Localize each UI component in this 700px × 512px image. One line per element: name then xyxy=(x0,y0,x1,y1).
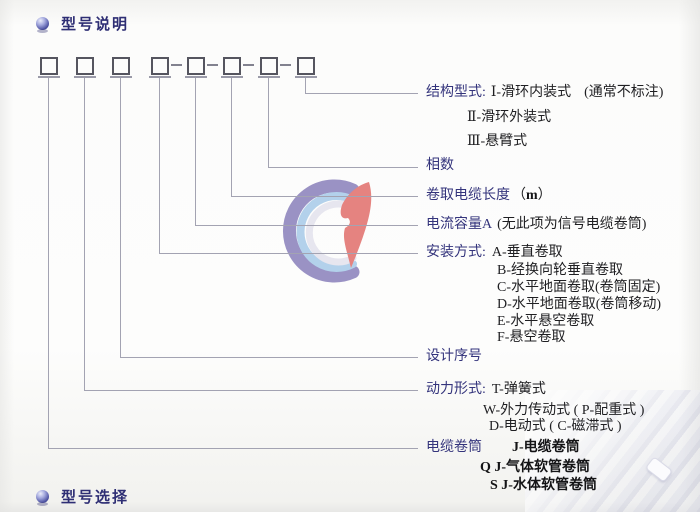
code-separator-dash xyxy=(243,64,254,66)
diagram-label-row-8: B-经换向轮垂直卷取 xyxy=(497,261,623,281)
section-header-model-description: 型号说明 xyxy=(36,13,129,34)
label-part: ） xyxy=(537,188,552,203)
diagram-label-row-1: 结构型式: Ⅰ-滑环内装式 (通常不标注) xyxy=(426,83,663,103)
model-code-box-1 xyxy=(40,57,58,75)
section-title: 型号说明 xyxy=(61,16,130,33)
diagram-label-row-3: Ⅲ-悬臂式 xyxy=(467,132,527,152)
label-part: E-水平悬空卷取 xyxy=(497,314,595,329)
connector-horizontal-box5 xyxy=(195,225,418,226)
connector-horizontal-box4 xyxy=(159,253,418,254)
label-part: 结构型式: xyxy=(426,85,486,100)
connector-vertical-box7 xyxy=(268,78,269,167)
connector-vertical-box5 xyxy=(195,78,196,225)
diagram-label-row-9: C-水平地面卷取(卷筒固定) xyxy=(497,278,660,298)
label-part: m xyxy=(526,188,538,203)
box-underline xyxy=(149,76,171,78)
model-code-box-7 xyxy=(260,57,278,75)
label-part: 安装方式: xyxy=(426,245,486,260)
box-underline xyxy=(38,76,60,78)
code-separator-dash xyxy=(171,64,182,66)
model-code-box-8 xyxy=(297,57,315,75)
connector-vertical-box8 xyxy=(305,78,306,93)
photo-fade-overlay xyxy=(525,390,700,512)
label-part: F-悬空卷取 xyxy=(497,330,566,345)
diagram-label-row-16: D-电动式 ( C-磁滞式 ) xyxy=(489,417,622,437)
box-underline xyxy=(74,76,96,78)
label-part: 相数 xyxy=(426,158,454,173)
model-code-box-3 xyxy=(112,57,130,75)
label-part: (无此项为信号电缆卷筒) xyxy=(497,217,647,232)
model-code-box-5 xyxy=(187,57,205,75)
diagram-label-row-4: 相数 xyxy=(426,156,454,176)
background-product-photo xyxy=(525,390,700,512)
company-logo-watermark xyxy=(283,179,372,283)
section-header-model-selection: 型号选择 xyxy=(36,486,129,507)
connector-vertical-box4 xyxy=(159,78,160,253)
label-part: W-外力传动式 ( P-配重式 ) xyxy=(483,403,645,418)
diagram-label-row-2: Ⅱ-滑环外装式 xyxy=(467,108,551,128)
connector-horizontal-box3 xyxy=(120,357,418,358)
logo-crescent-white xyxy=(305,200,357,266)
diagram-label-row-7: 安装方式: A-垂直卷取 xyxy=(426,243,563,263)
box-underline xyxy=(295,76,317,78)
label-part: T-弹簧式 xyxy=(491,382,546,397)
code-separator-dash xyxy=(280,64,291,66)
connector-vertical-box1 xyxy=(48,78,49,448)
diagram-label-row-10: D-水平地面卷取(卷筒移动) xyxy=(497,295,661,315)
box-underline xyxy=(221,76,243,78)
box-underline xyxy=(185,76,207,78)
box-underline xyxy=(110,76,132,78)
diagram-label-row-13: 设计序号 xyxy=(426,347,482,367)
connector-horizontal-box2 xyxy=(84,390,418,391)
diagram-label-row-14: 动力形式: T-弹簧式 xyxy=(426,380,546,400)
label-part: J-电缆卷筒 xyxy=(512,440,580,455)
label-part: 设计序号 xyxy=(426,349,482,364)
sphere-bullet-icon xyxy=(36,490,49,506)
label-part: A-垂直卷取 xyxy=(491,245,563,260)
label-part: Ⅲ-悬臂式 xyxy=(467,134,528,149)
diagram-label-row-19: S J-水体软管卷筒 xyxy=(490,476,597,496)
label-part: D-电动式 ( C-磁滞式 ) xyxy=(489,419,622,434)
label-part: C-水平地面卷取(卷筒固定) xyxy=(497,280,661,295)
label-part: S J-水体软管卷筒 xyxy=(490,478,597,493)
label-part: （ xyxy=(512,188,526,203)
label-part: 电流容量A xyxy=(426,217,493,232)
connector-vertical-box2 xyxy=(84,78,85,390)
label-part: B-经换向轮垂直卷取 xyxy=(497,263,623,278)
label-part: Q J-气体软管卷筒 xyxy=(480,460,591,475)
model-code-box-2 xyxy=(76,57,94,75)
label-part: D-水平地面卷取(卷筒移动) xyxy=(497,297,662,312)
label-part: 电缆卷筒 xyxy=(426,440,482,455)
diagram-label-row-5: 卷取电缆长度（m） xyxy=(426,186,552,206)
diagram-label-row-15: W-外力传动式 ( P-配重式 ) xyxy=(483,401,644,421)
connector-vertical-box3 xyxy=(120,78,121,357)
model-code-box-4 xyxy=(151,57,169,75)
sphere-bullet-icon xyxy=(36,17,49,33)
diagram-label-row-6: 电流容量A (无此项为信号电缆卷筒) xyxy=(426,215,646,235)
model-code-box-6 xyxy=(223,57,241,75)
label-part: Ⅱ-滑环外装式 xyxy=(467,110,552,125)
connector-vertical-box6 xyxy=(231,78,232,196)
label-part: 动力形式: xyxy=(426,382,486,397)
connector-horizontal-box8 xyxy=(305,93,418,94)
connector-horizontal-box7 xyxy=(268,167,418,168)
diagram-label-row-18: Q J-气体软管卷筒 xyxy=(480,458,590,478)
section-title: 型号选择 xyxy=(61,489,130,506)
diagram-label-row-11: E-水平悬空卷取 xyxy=(497,312,594,332)
code-separator-dash xyxy=(207,64,218,66)
connector-horizontal-box6 xyxy=(231,196,418,197)
logo-crescent-purple xyxy=(283,179,360,283)
label-part: (通常不标注) xyxy=(584,85,664,100)
label-part: Ⅰ-滑环内装式 xyxy=(490,85,572,100)
label-part: 卷取电缆长度 xyxy=(426,188,510,203)
box-underline xyxy=(258,76,280,78)
diagram-label-row-12: F-悬空卷取 xyxy=(497,328,565,348)
connector-horizontal-box1 xyxy=(48,448,418,449)
diagram-label-row-17: 电缆卷筒 J-电缆卷筒 xyxy=(426,438,580,458)
